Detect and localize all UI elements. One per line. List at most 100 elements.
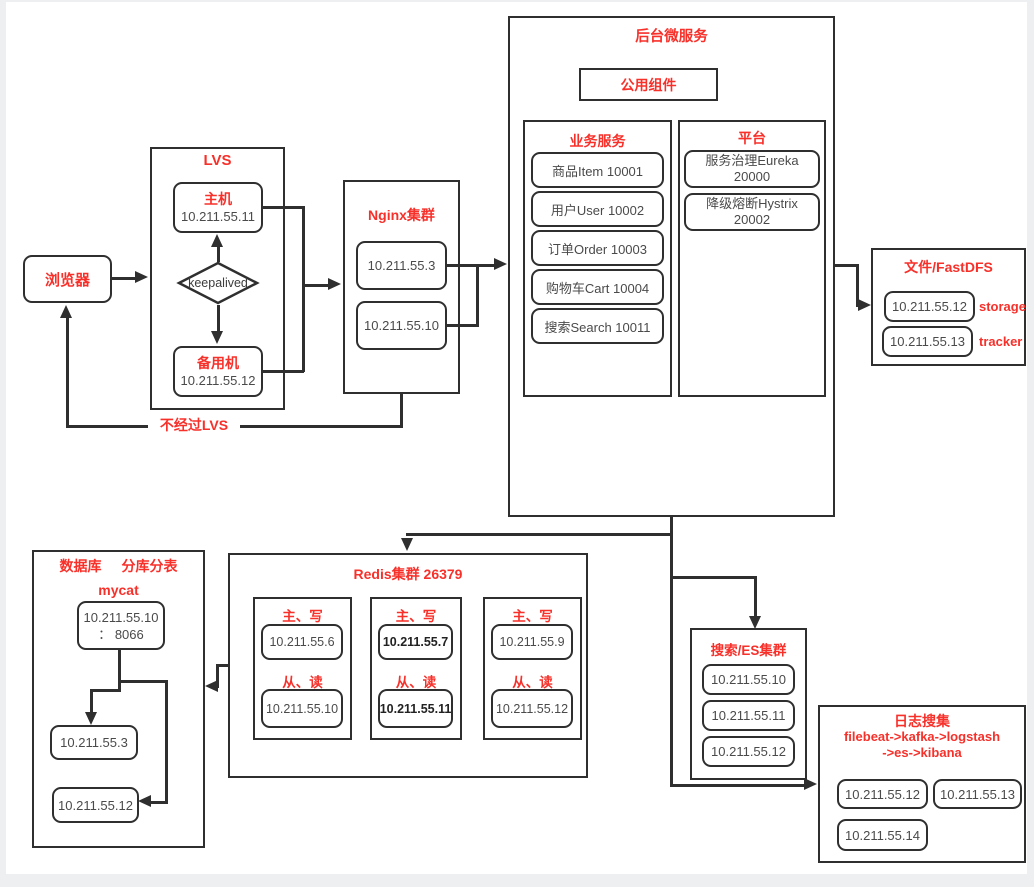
fastdfs-title: 文件/FastDFS bbox=[904, 259, 993, 275]
edge-keepalived-to-master bbox=[217, 246, 220, 262]
keepalived-diamond: keepalived bbox=[176, 261, 260, 305]
diamond-shape-icon bbox=[176, 261, 260, 305]
redis-slave-ip: 10.211.55.11 bbox=[379, 701, 452, 716]
page-margin-top bbox=[0, 0, 1034, 2]
arrowhead-keepalived-to-backup bbox=[211, 331, 223, 344]
edge-bypass-vertical-right bbox=[400, 394, 403, 427]
edge-backup-right bbox=[263, 370, 304, 373]
redis-master-ip: 10.211.55.6 bbox=[269, 635, 335, 649]
redis-master-label: 主、写 bbox=[282, 609, 323, 624]
edge-mycat-to-node1-1 bbox=[91, 689, 120, 692]
edge-browser-to-lvs bbox=[112, 277, 138, 280]
edge-master-right bbox=[263, 206, 304, 209]
edge-backend-to-redis bbox=[406, 533, 672, 536]
logs-node-ip: 10.211.55.14 bbox=[845, 827, 920, 843]
db-node-ip: 10.211.55.12 bbox=[58, 797, 133, 813]
edge-backend-down bbox=[670, 517, 673, 536]
lvs-backup-label: 备用机 bbox=[197, 354, 239, 371]
logs-node-box: 10.211.55.12 bbox=[837, 779, 928, 809]
arrowhead-backend-to-logs bbox=[804, 778, 817, 790]
edge-keepalived-to-backup bbox=[217, 305, 220, 331]
database-title: 数据库 bbox=[59, 558, 102, 574]
es-node-ip: 10.211.55.11 bbox=[711, 708, 786, 723]
database-title-row: 数据库 分库分表 bbox=[32, 556, 205, 576]
database-sharding-label: 分库分表 bbox=[121, 558, 178, 574]
edge-bypass-vertical-left bbox=[66, 317, 69, 427]
service-box: 订单Order 10003 bbox=[531, 230, 664, 266]
edge-mycat-down bbox=[118, 650, 121, 692]
service-box: 搜索Search 10011 bbox=[531, 308, 664, 344]
edge-backend-to-fastdfs-2 bbox=[856, 264, 859, 307]
edge-mycat-to-node2-1 bbox=[118, 680, 168, 683]
redis-slave-box: 10.211.55.11 bbox=[378, 689, 453, 728]
backend-title: 后台微服务 bbox=[635, 29, 708, 45]
logs-pipeline-line1: filebeat->kafka->logstash bbox=[843, 729, 1001, 744]
redis-group: 主、写 10.211.55.6 从、读 10.211.55.10 bbox=[253, 597, 352, 740]
edge-mycat-to-node2-3 bbox=[148, 801, 168, 804]
fastdfs-role-label: storage bbox=[979, 299, 1026, 314]
lvs-master-box: 主机 10.211.55.11 bbox=[173, 182, 263, 233]
db-node-box: 10.211.55.12 bbox=[52, 787, 139, 823]
edge-redis-to-db-2 bbox=[216, 664, 219, 688]
edge-nginx-to-backend bbox=[478, 264, 496, 267]
fastdfs-node-ip: 10.211.55.12 bbox=[892, 299, 967, 314]
edge-redis-to-db-1 bbox=[218, 664, 230, 667]
es-title: 搜索/ES集群 bbox=[710, 643, 787, 658]
arrowhead-keepalived-to-master bbox=[211, 234, 223, 247]
lvs-master-label: 主机 bbox=[204, 190, 232, 207]
browser-box: 浏览器 bbox=[23, 255, 112, 303]
mycat-label: mycat bbox=[98, 582, 139, 598]
lvs-backup-box: 备用机 10.211.55.12 bbox=[173, 346, 263, 397]
logs-node-box: 10.211.55.14 bbox=[837, 819, 928, 851]
es-node-ip: 10.211.55.10 bbox=[711, 672, 786, 687]
redis-slave-ip: 10.211.55.10 bbox=[265, 701, 339, 716]
nginx-node-box: 10.211.55.3 bbox=[356, 241, 447, 290]
fastdfs-node-box: 10.211.55.12 bbox=[884, 291, 975, 322]
edge-backend-trunk bbox=[670, 533, 673, 786]
edge-nginx-join bbox=[476, 264, 479, 326]
arrowhead-lvs-to-nginx bbox=[328, 278, 341, 290]
mycat-proxy-ip: 10.211.55.10 bbox=[83, 609, 159, 625]
es-node-box: 10.211.55.10 bbox=[702, 664, 795, 695]
logs-pipeline-line2: ->es->kibana bbox=[882, 745, 962, 760]
lvs-master-ip: 10.211.55.11 bbox=[181, 208, 255, 224]
nginx-node-ip: 10.211.55.10 bbox=[364, 318, 439, 333]
redis-group: 主、写 10.211.55.9 从、读 10.211.55.12 bbox=[483, 597, 582, 740]
browser-label: 浏览器 bbox=[44, 271, 90, 289]
service-label: 订单Order 10003 bbox=[548, 241, 647, 257]
service-label: 购物车Cart 10004 bbox=[545, 280, 650, 296]
logs-node-ip: 10.211.55.12 bbox=[845, 786, 920, 802]
mycat-proxy-box: 10.211.55.10 ： 8066 bbox=[77, 601, 165, 650]
edge-backend-to-es-1 bbox=[670, 576, 757, 579]
fastdfs-node-box: 10.211.55.13 bbox=[882, 326, 973, 357]
edge-lvs-to-nginx bbox=[304, 284, 330, 287]
service-label: 用户User 10002 bbox=[550, 202, 645, 218]
platform-item-box: 服务治理Eureka 20000 bbox=[684, 150, 820, 188]
arrowhead-mycat-to-node1 bbox=[85, 712, 97, 725]
edge-mycat-to-node1-2 bbox=[90, 689, 93, 715]
fastdfs-role-label: tracker bbox=[979, 334, 1023, 349]
redis-title: Redis集群 26379 bbox=[353, 566, 463, 582]
page-margin-left bbox=[0, 0, 6, 887]
redis-master-label: 主、写 bbox=[395, 609, 437, 624]
redis-master-ip: 10.211.55.7 bbox=[382, 635, 449, 649]
es-node-box: 10.211.55.12 bbox=[702, 736, 795, 767]
service-label: 搜索Search 10011 bbox=[544, 319, 651, 335]
edge-nginx-node2-out bbox=[447, 324, 479, 327]
arrowhead-mycat-to-node2 bbox=[138, 795, 151, 807]
edge-backend-to-logs bbox=[670, 784, 806, 787]
logs-title: 日志搜集 bbox=[894, 713, 950, 729]
page-margin-right bbox=[1027, 0, 1034, 887]
service-label: 商品Item 10001 bbox=[551, 163, 644, 179]
service-box: 购物车Cart 10004 bbox=[531, 269, 664, 305]
redis-slave-label: 从、读 bbox=[395, 675, 437, 690]
redis-slave-box: 10.211.55.12 bbox=[491, 689, 573, 728]
nginx-title: Nginx集群 bbox=[368, 207, 435, 223]
redis-master-label: 主、写 bbox=[512, 609, 553, 624]
bypass-lvs-label: 不经过LVS bbox=[148, 415, 240, 435]
logs-node-ip: 10.211.55.13 bbox=[940, 786, 1015, 802]
page-margin-bottom bbox=[0, 874, 1034, 887]
arrowhead-backend-to-redis bbox=[401, 538, 413, 551]
arrowhead-browser-to-lvs bbox=[135, 271, 148, 283]
